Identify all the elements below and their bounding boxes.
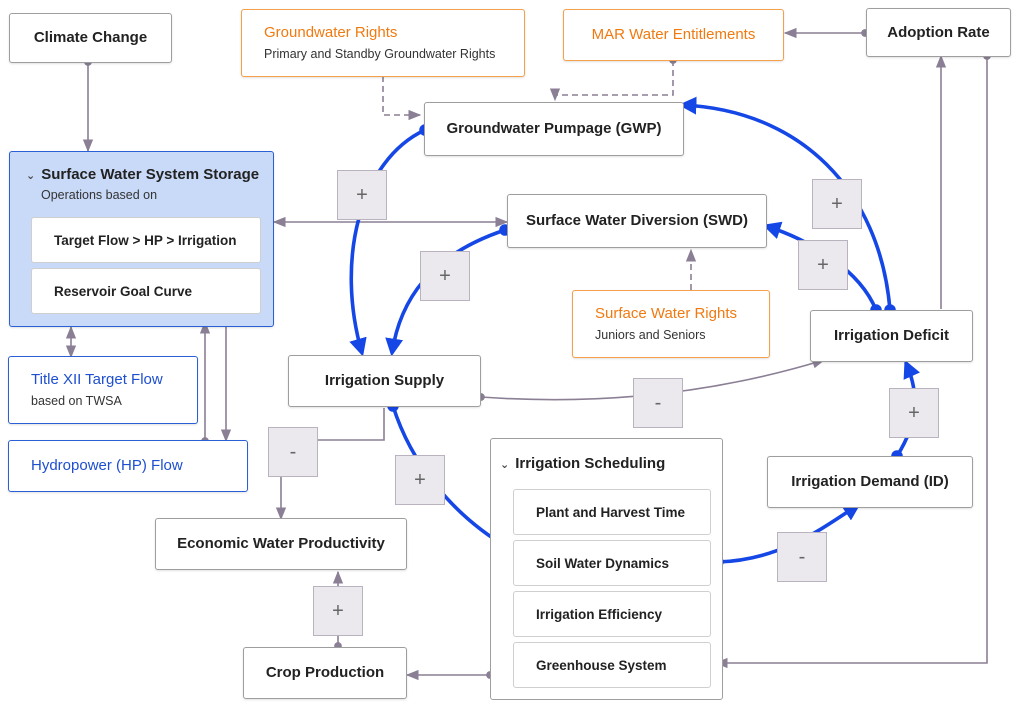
storage-group-title-text: Surface Water System Storage (41, 166, 260, 183)
title-xii-title: Title XII Target Flow (31, 371, 163, 388)
sign-deficit-gwp: + (812, 179, 862, 229)
chevron-down-icon[interactable]: ⌄ (26, 170, 36, 182)
irrigation-supply-label: Irrigation Supply (324, 372, 445, 389)
gwp-node[interactable]: Groundwater Pumpage (GWP) (424, 102, 684, 156)
sign-crop-economic: + (313, 586, 363, 636)
economic-productivity-label: Economic Water Productivity (177, 535, 385, 552)
scheduling-item-soil-water[interactable]: Soil Water Dynamics (513, 540, 711, 586)
sign-swd-supply: + (420, 251, 470, 301)
sign-gwp-supply: + (337, 170, 387, 220)
storage-item-reservoir-curve[interactable]: Reservoir Goal Curve (31, 268, 261, 314)
climate-change-node[interactable]: Climate Change (9, 13, 172, 63)
storage-item-target-flow[interactable]: Target Flow > HP > Irrigation (31, 217, 261, 263)
sign-supply-deficit: - (633, 378, 683, 428)
mar-entitlements-node[interactable]: MAR Water Entitlements (563, 9, 784, 61)
edge-adoption-greenhouse (714, 52, 991, 669)
crop-production-label: Crop Production (265, 664, 385, 681)
chevron-down-icon[interactable]: ⌄ (500, 459, 510, 471)
irrigation-supply-node[interactable]: Irrigation Supply (288, 355, 481, 407)
storage-group-sub: Operations based on (41, 188, 158, 202)
swd-node[interactable]: Surface Water Diversion (SWD) (507, 194, 767, 248)
title-xii-node[interactable]: Title XII Target Flow based on TWSA (8, 356, 198, 424)
edge-gwrights-gwp (382, 76, 422, 121)
surface-water-rights-sub: Juniors and Seniors (595, 328, 706, 342)
sign-supply-scheduling: + (395, 455, 445, 505)
sign-soil-demand: - (777, 532, 827, 582)
groundwater-rights-sub: Primary and Standby Groundwater Rights (264, 47, 496, 61)
groundwater-rights-node[interactable]: Groundwater Rights Primary and Standby G… (241, 9, 525, 77)
adoption-rate-label: Adoption Rate (887, 23, 990, 41)
groundwater-rights-title: Groundwater Rights (264, 24, 398, 41)
edge-supply-economic (275, 408, 385, 521)
scheduling-group-title: ⌄ Irrigation Scheduling (500, 455, 665, 472)
adoption-rate-node[interactable]: Adoption Rate (866, 8, 1011, 57)
edge-mar-gwp (549, 56, 677, 102)
scheduling-item-efficiency[interactable]: Irrigation Efficiency (513, 591, 711, 637)
swd-label: Surface Water Diversion (SWD) (526, 212, 748, 229)
scheduling-item-greenhouse[interactable]: Greenhouse System (513, 642, 711, 688)
edge-gwp-supply (349, 124, 431, 357)
surface-water-rights-title: Surface Water Rights (595, 305, 737, 322)
irrigation-demand-node[interactable]: Irrigation Demand (ID) (767, 456, 973, 508)
irrigation-deficit-label: Irrigation Deficit (833, 327, 949, 344)
climate-change-label: Climate Change (33, 29, 148, 46)
economic-productivity-node[interactable]: Economic Water Productivity (155, 518, 407, 570)
storage-group-title: ⌄ Surface Water System Storage (20, 166, 263, 185)
hydropower-node[interactable]: Hydropower (HP) Flow (8, 440, 248, 492)
irrigation-demand-label: Irrigation Demand (ID) (791, 473, 949, 490)
sign-demand-deficit: + (889, 388, 939, 438)
title-xii-sub: based on TWSA (31, 394, 122, 408)
mar-entitlements-label: MAR Water Entitlements (591, 26, 756, 43)
hydropower-label: Hydropower (HP) Flow (31, 457, 183, 474)
edge-deficit-gwp (678, 96, 896, 316)
gwp-label: Groundwater Pumpage (GWP) (446, 120, 662, 137)
sign-deficit-swd: + (798, 240, 848, 290)
scheduling-group-title-text: Irrigation Scheduling (515, 455, 666, 472)
scheduling-item-plant-harvest[interactable]: Plant and Harvest Time (513, 489, 711, 535)
sign-supply-economic: - (268, 427, 318, 477)
crop-production-node[interactable]: Crop Production (243, 647, 407, 699)
surface-water-rights-node[interactable]: Surface Water Rights Juniors and Seniors (572, 290, 770, 358)
irrigation-deficit-node[interactable]: Irrigation Deficit (810, 310, 973, 362)
